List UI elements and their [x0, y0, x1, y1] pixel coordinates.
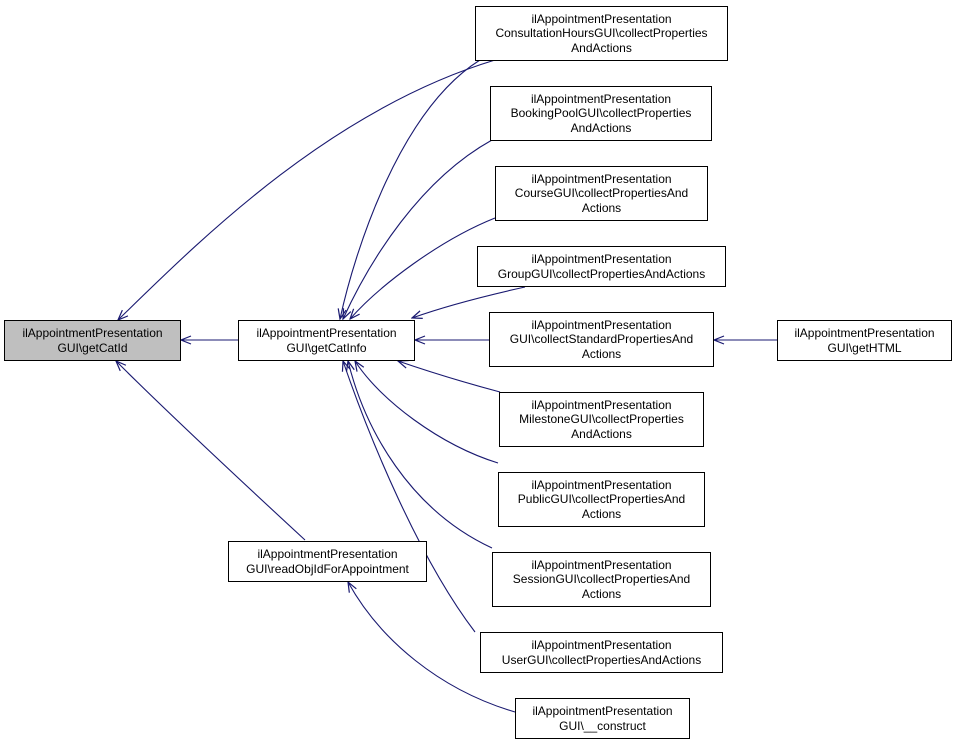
node-course-line-1: ilAppointmentPresentation	[531, 171, 672, 186]
node-public-collect[interactable]: ilAppointmentPresentation PublicGUI\coll…	[498, 472, 705, 527]
node-course-line-2: CourseGUI\collectPropertiesAnd	[514, 186, 689, 201]
node-course-line-3: Actions	[581, 200, 622, 215]
node-public-line-1: ilAppointmentPresentation	[531, 477, 672, 492]
node-get-cat-id-line-1: ilAppointmentPresentation	[22, 326, 163, 340]
edge-group-to-getcatinfo	[412, 286, 526, 318]
node-get-html-line-1: ilAppointmentPresentation	[794, 326, 935, 340]
node-standard-collect[interactable]: ilAppointmentPresentation GUI\collectSta…	[489, 312, 714, 367]
node-construct[interactable]: ilAppointmentPresentation GUI\__construc…	[515, 698, 690, 739]
node-milestone-line-1: ilAppointmentPresentation	[531, 397, 672, 412]
node-standard-line-2: GUI\collectStandardPropertiesAnd	[509, 332, 694, 347]
node-milestone-collect[interactable]: ilAppointmentPresentation MilestoneGUI\c…	[499, 392, 704, 447]
node-group-line-1: ilAppointmentPresentation	[531, 252, 672, 266]
edge-session-to-getcatinfo	[348, 361, 493, 549]
node-user-line-2: UserGUI\collectPropertiesAndActions	[501, 652, 702, 667]
node-consultation-hours-line-2: ConsultationHoursGUI\collectProperties	[495, 26, 708, 41]
node-get-html-line-2: GUI\getHTML	[827, 340, 902, 355]
edge-course-to-getcatinfo	[350, 217, 496, 319]
node-get-html[interactable]: ilAppointmentPresentation GUI\getHTML	[777, 320, 952, 361]
edge-user-to-getcatinfo	[343, 361, 476, 633]
node-user-line-1: ilAppointmentPresentation	[531, 638, 672, 652]
edge-consultationhours-to-getcatinfo	[340, 59, 481, 319]
edge-readobjid-to-getcatid	[116, 361, 306, 541]
node-standard-line-1: ilAppointmentPresentation	[531, 317, 672, 332]
node-group-collect[interactable]: ilAppointmentPresentation GroupGUI\colle…	[477, 246, 726, 287]
node-booking-pool-line-2: BookingPoolGUI\collectProperties	[510, 106, 692, 121]
node-booking-pool-line-1: ilAppointmentPresentation	[530, 91, 672, 106]
node-booking-pool-collect[interactable]: ilAppointmentPresentation BookingPoolGUI…	[490, 86, 712, 141]
node-consultation-hours-line-1: ilAppointmentPresentation	[531, 11, 672, 26]
edge-public-to-getcatinfo	[355, 361, 499, 464]
node-session-line-1: ilAppointmentPresentation	[531, 557, 672, 572]
node-get-cat-id-line-2: GUI\getCatId	[57, 340, 128, 355]
node-milestone-line-3: AndActions	[571, 426, 632, 441]
node-user-collect[interactable]: ilAppointmentPresentation UserGUI\collec…	[480, 632, 723, 673]
node-public-line-2: PublicGUI\collectPropertiesAnd	[517, 492, 686, 507]
node-group-line-2: GroupGUI\collectPropertiesAndActions	[497, 266, 706, 281]
node-get-cat-info[interactable]: ilAppointmentPresentation GUI\getCatInfo	[238, 320, 415, 361]
node-construct-line-1: ilAppointmentPresentation	[532, 704, 673, 718]
node-read-obj-id-line-1: ilAppointmentPresentation	[257, 547, 398, 561]
node-session-line-3: Actions	[581, 586, 622, 601]
node-standard-line-3: Actions	[581, 346, 622, 361]
edge-milestone-to-getcatinfo	[398, 361, 501, 393]
node-consultation-hours-line-3: AndActions	[571, 40, 632, 55]
node-get-cat-info-line-2: GUI\getCatInfo	[286, 340, 367, 355]
node-read-obj-id-for-appointment[interactable]: ilAppointmentPresentation GUI\readObjIdF…	[228, 541, 427, 582]
node-session-collect[interactable]: ilAppointmentPresentation SessionGUI\col…	[492, 552, 711, 607]
node-milestone-line-2: MilestoneGUI\collectProperties	[519, 412, 684, 427]
node-construct-line-2: GUI\__construct	[559, 718, 646, 733]
node-public-line-3: Actions	[581, 506, 622, 521]
edge-bookingpool-to-getcatinfo	[343, 139, 493, 319]
node-get-cat-id: ilAppointmentPresentation GUI\getCatId	[4, 320, 181, 361]
edge-construct-to-readobjid	[348, 582, 516, 713]
node-read-obj-id-line-2: GUI\readObjIdForAppointment	[246, 561, 409, 576]
edge-consultationhours-to-getcatid	[118, 59, 496, 320]
node-course-collect[interactable]: ilAppointmentPresentation CourseGUI\coll…	[495, 166, 708, 221]
node-get-cat-info-line-1: ilAppointmentPresentation	[256, 326, 397, 340]
node-consultation-hours-collect[interactable]: ilAppointmentPresentation ConsultationHo…	[475, 6, 728, 61]
node-session-line-2: SessionGUI\collectPropertiesAnd	[512, 572, 691, 587]
node-booking-pool-line-3: AndActions	[570, 120, 632, 135]
